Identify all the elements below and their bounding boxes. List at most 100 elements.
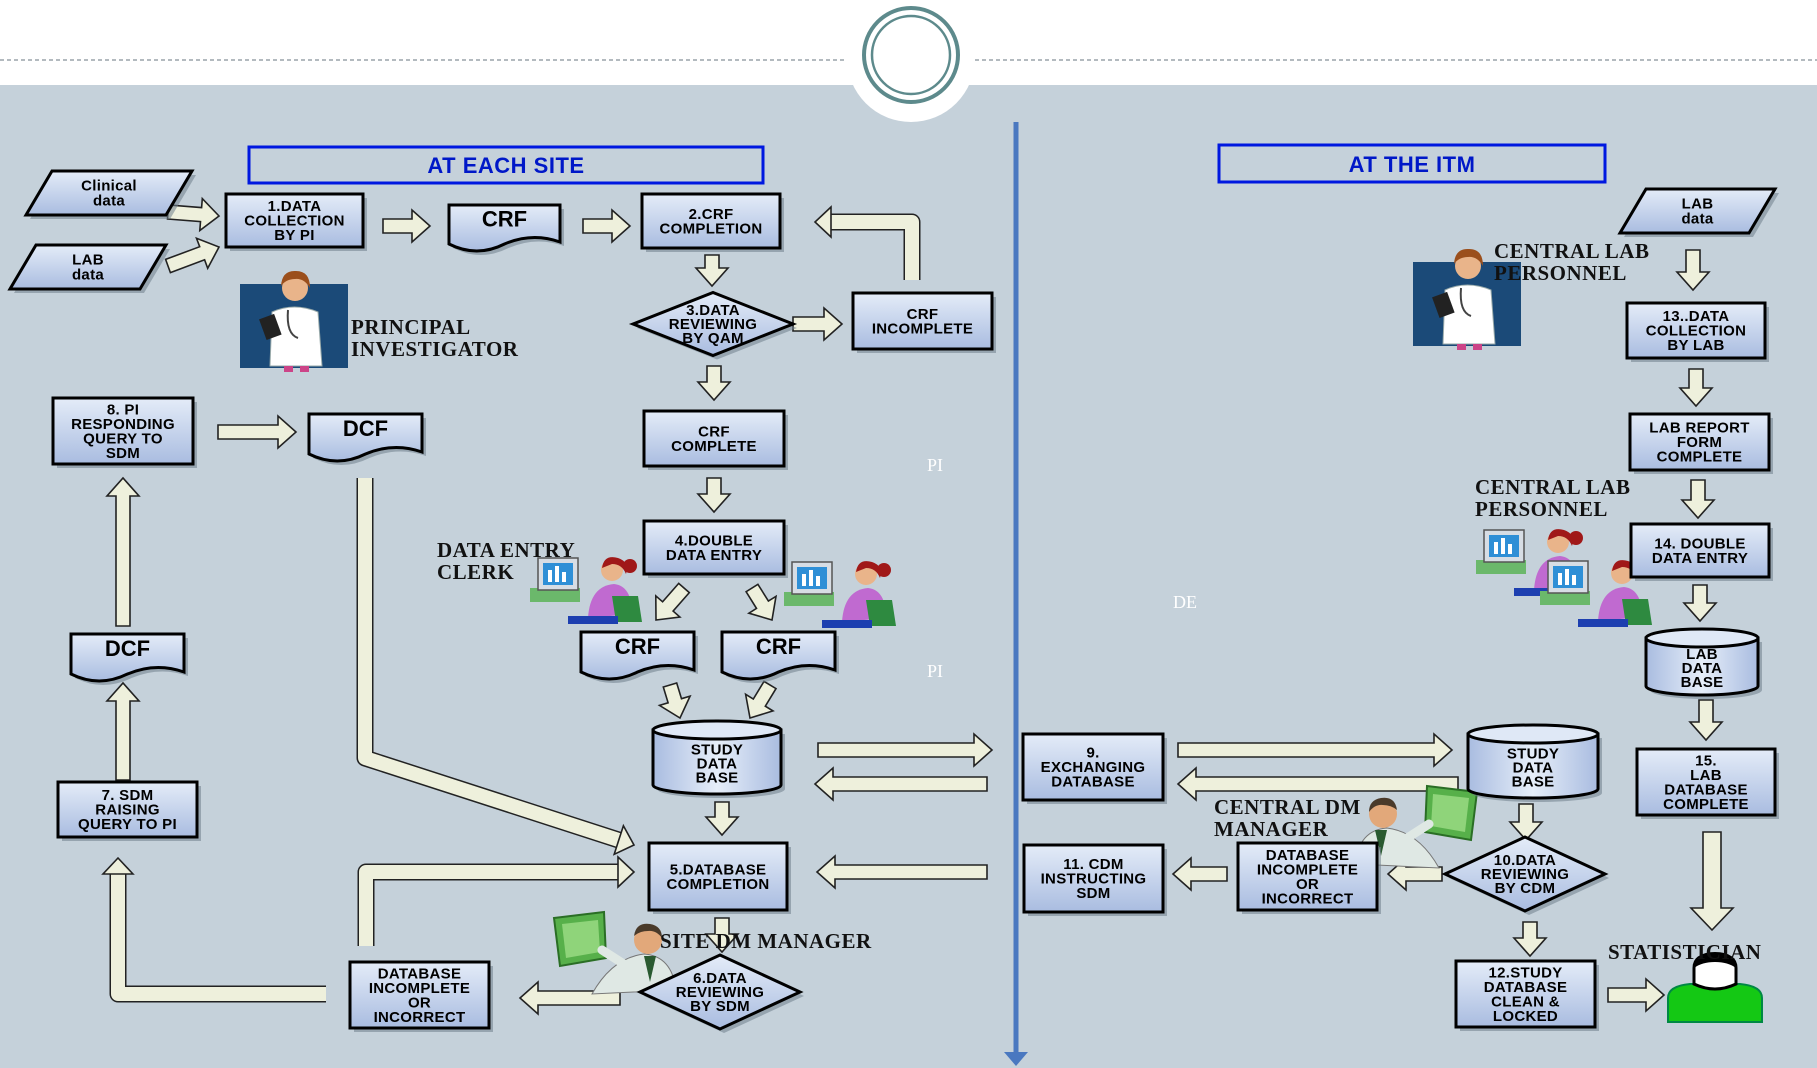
node-label-line: INCORRECT [374, 1009, 466, 1026]
node-label-line: LAB [72, 252, 104, 269]
flow-arrow [744, 583, 778, 622]
role-label-central-lab-personnel: CENTRAL LAB [1494, 239, 1649, 263]
node-label-line: LAB [1682, 196, 1714, 213]
node-label-line: INCOMPLETE [1257, 861, 1358, 878]
node-label-line: BY LAB [1667, 337, 1724, 354]
node-label-line: BY SDM [690, 998, 750, 1015]
node-label-line: BASE [696, 770, 739, 787]
flow-arrow [696, 365, 732, 402]
node-label-line: 3.DATA [686, 302, 740, 319]
doctor-icon [240, 270, 348, 372]
node-label-line: QUERY TO [83, 430, 163, 447]
role-label-data-entry-clerk: CLERK [437, 560, 514, 584]
flow-arrow [105, 476, 141, 627]
node-label-line: DATA [697, 756, 738, 773]
node-label-line: LOCKED [1493, 1008, 1558, 1025]
node-label-line: DATA [1513, 760, 1554, 777]
node-label-line: COMPLETE [1663, 796, 1749, 813]
node-label-line: data [93, 193, 125, 210]
node-label-line: REVIEWING [676, 984, 765, 1001]
node-label-line: DATA ENTRY [666, 547, 762, 564]
node-label-line: CRF [482, 207, 527, 232]
node-label-line: 15. [1695, 752, 1717, 769]
node-label-line: REVIEWING [1481, 866, 1570, 883]
node-label-line: BY CDM [1495, 880, 1556, 897]
node-dcf-left: DCF [69, 632, 188, 685]
flow-arrow [657, 682, 692, 720]
node-dcf-top: DCF [307, 412, 426, 465]
node-label-line: FORM [1677, 434, 1722, 451]
node-label-line: BASE [1512, 774, 1555, 791]
flow-arrow [744, 680, 778, 720]
flow-arrow [105, 681, 141, 781]
node-label-line: LAB [1686, 646, 1718, 663]
flow-arrow [792, 306, 844, 342]
faint-label-de: DE [1173, 592, 1197, 612]
role-label-central-lab-personnel-2: CENTRAL LAB [1475, 475, 1630, 499]
role-label-central-dm-manager: MANAGER [1214, 817, 1329, 841]
statistician-icon [1667, 952, 1763, 1023]
flow-arrowhead [612, 823, 636, 856]
node-layer: ClinicaldataLABdataLABdata1.DATACOLLECTI… [7, 169, 1779, 1033]
node-label-line: EXCHANGING [1041, 759, 1146, 776]
flow-arrow [1177, 732, 1454, 768]
node-label-line: CRF [615, 634, 660, 659]
flow-connector [359, 865, 618, 946]
node-label-line: REVIEWING [669, 316, 758, 333]
node-label-line: OR [408, 994, 431, 1011]
flow-arrow [1680, 479, 1716, 520]
flow-arrow [1689, 831, 1735, 932]
flow-arrowhead [101, 856, 135, 875]
header-at-each-site: AT EACH SITE [247, 145, 765, 185]
flow-arrow [1508, 803, 1544, 842]
flow-arrow [164, 236, 221, 274]
node-label-line: DCF [343, 416, 388, 441]
flow-arrow [1512, 921, 1548, 958]
node-label-line: COMPLETION [667, 876, 770, 893]
node-label-line: STUDY [691, 742, 743, 759]
role-label-principal-investigator: PRINCIPAL [351, 315, 471, 339]
node-label-line: COMPLETE [671, 438, 757, 455]
computer-user-icon [530, 557, 642, 624]
flow-connector [358, 478, 621, 847]
node-label-line: DATA [1682, 660, 1723, 677]
node-label-line: data [1681, 211, 1713, 228]
node-label-line: DCF [105, 636, 150, 661]
header-at-the-itm-label: AT THE ITM [1349, 152, 1476, 177]
header-at-each-site-label: AT EACH SITE [427, 153, 584, 178]
node-label-line: 14. DOUBLE [1654, 535, 1745, 552]
flow-arrowhead [813, 205, 832, 239]
role-label-data-entry-clerk: DATA ENTRY [437, 538, 575, 562]
role-label-site-dm-manager: SITE DM MANAGER [660, 929, 872, 953]
node-label-line: 7. SDM [102, 787, 154, 804]
computer-user-icon [784, 561, 896, 628]
doctor-icon [1413, 248, 1521, 350]
node-label-line: INCOMPLETE [369, 980, 470, 997]
node-crf-entry-a: CRF [579, 630, 698, 683]
flow-arrow [704, 917, 740, 954]
node-label-line: 11. CDM [1063, 856, 1123, 873]
flow-connector [831, 215, 919, 280]
node-label-line: 9. [1086, 745, 1099, 762]
flow-arrow [1607, 977, 1666, 1013]
flow-arrow [1675, 249, 1711, 292]
node-label-line: SDM [106, 445, 140, 462]
node-label-line: COMPLETION [660, 220, 763, 237]
node-label-line: QUERY TO PI [78, 816, 177, 833]
flow-arrow [1688, 699, 1724, 742]
node-label-line: 6.DATA [693, 970, 747, 987]
